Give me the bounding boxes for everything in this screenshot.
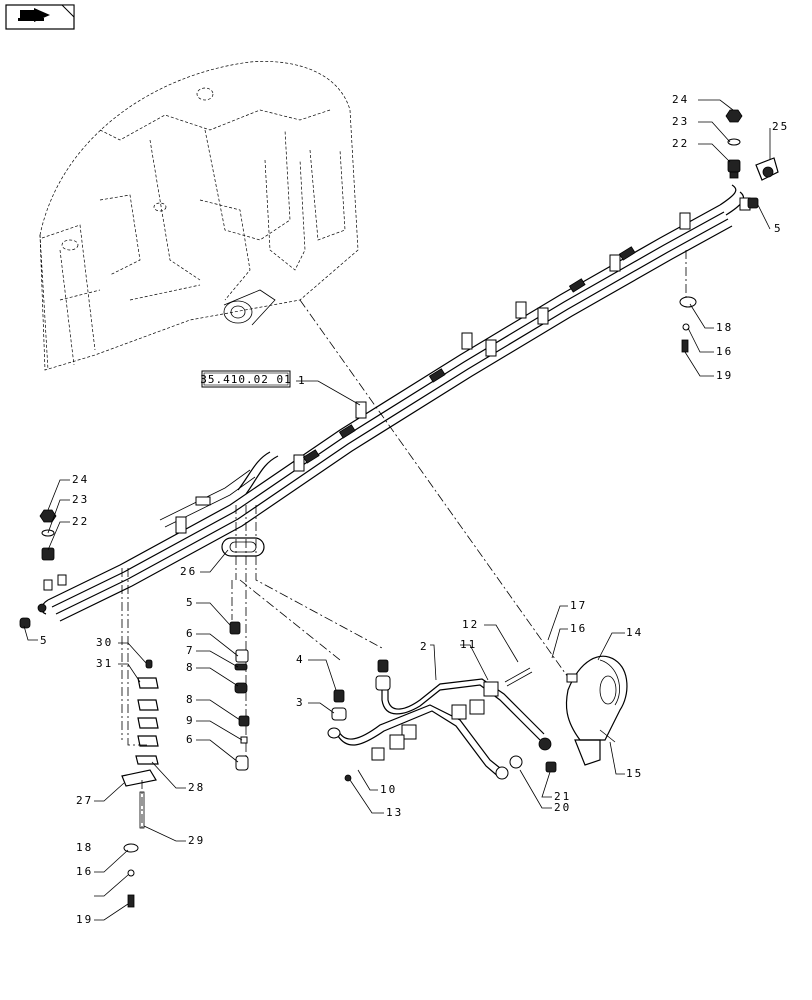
callout-16-valve: 16 <box>570 622 587 635</box>
callout-7: 7 <box>186 644 195 657</box>
main-hose-bundle <box>37 184 751 622</box>
callout-10: 10 <box>380 783 397 796</box>
right-fittings <box>679 109 779 353</box>
callout-24-left: 24 <box>72 473 89 486</box>
callout-22-left: 22 <box>72 515 89 528</box>
callout-19-left: 19 <box>76 913 93 926</box>
callout-31: 31 <box>96 657 113 670</box>
grommet-26 <box>221 537 265 557</box>
tube-assembly <box>327 659 557 782</box>
callout-16-left: 16 <box>76 865 93 878</box>
callout-24-right: 24 <box>672 93 689 106</box>
callout-23-left: 23 <box>72 493 89 506</box>
callout-labels: 1 2 3 4 5 5 5 6 6 7 8 8 9 10 11 12 13 14… <box>40 93 789 926</box>
callout-2: 2 <box>420 640 429 653</box>
callout-8-bottom: 8 <box>186 693 195 706</box>
callout-23-right: 23 <box>672 115 689 128</box>
reference-label-box[interactable]: 35.410.02 01 <box>200 370 291 388</box>
callout-18-right: 18 <box>716 321 733 334</box>
callout-17: 17 <box>570 599 587 612</box>
callout-5-stack: 5 <box>186 596 195 609</box>
leader-lines <box>23 99 771 921</box>
callout-19-right: 19 <box>716 369 733 382</box>
valve-housing-14 <box>565 655 628 766</box>
callout-3: 3 <box>296 696 305 709</box>
reference-label-text: 35.410.02 01 <box>200 373 291 386</box>
callout-27: 27 <box>76 794 93 807</box>
callout-21: 21 <box>554 790 571 803</box>
callout-1: 1 <box>298 374 307 387</box>
callout-13: 13 <box>386 806 403 819</box>
callout-8-top: 8 <box>186 661 195 674</box>
callout-22-right: 22 <box>672 137 689 150</box>
callout-29: 29 <box>188 834 205 847</box>
callout-15: 15 <box>626 767 643 780</box>
tractor-frame-ghost <box>39 61 359 371</box>
callout-6-bottom: 6 <box>186 733 195 746</box>
lower-left-clips <box>121 659 159 908</box>
callout-30: 30 <box>96 636 113 649</box>
callout-9: 9 <box>186 714 195 727</box>
callout-28: 28 <box>188 781 205 794</box>
callout-18-left: 18 <box>76 841 93 854</box>
arrow-return-icon <box>18 8 50 22</box>
callout-20: 20 <box>554 801 571 814</box>
fitting-stack <box>229 621 250 771</box>
callout-4: 4 <box>296 653 305 666</box>
callout-16-right: 16 <box>716 345 733 358</box>
nav-button[interactable] <box>5 4 75 30</box>
callout-5-right: 5 <box>774 222 783 235</box>
callout-26: 26 <box>180 565 197 578</box>
left-fittings <box>19 509 57 629</box>
callout-25: 25 <box>772 120 789 133</box>
callout-11: 11 <box>460 638 477 651</box>
callout-5-left: 5 <box>40 634 49 647</box>
callout-14: 14 <box>626 626 643 639</box>
callout-6-top: 6 <box>186 627 195 640</box>
callout-12: 12 <box>462 618 479 631</box>
